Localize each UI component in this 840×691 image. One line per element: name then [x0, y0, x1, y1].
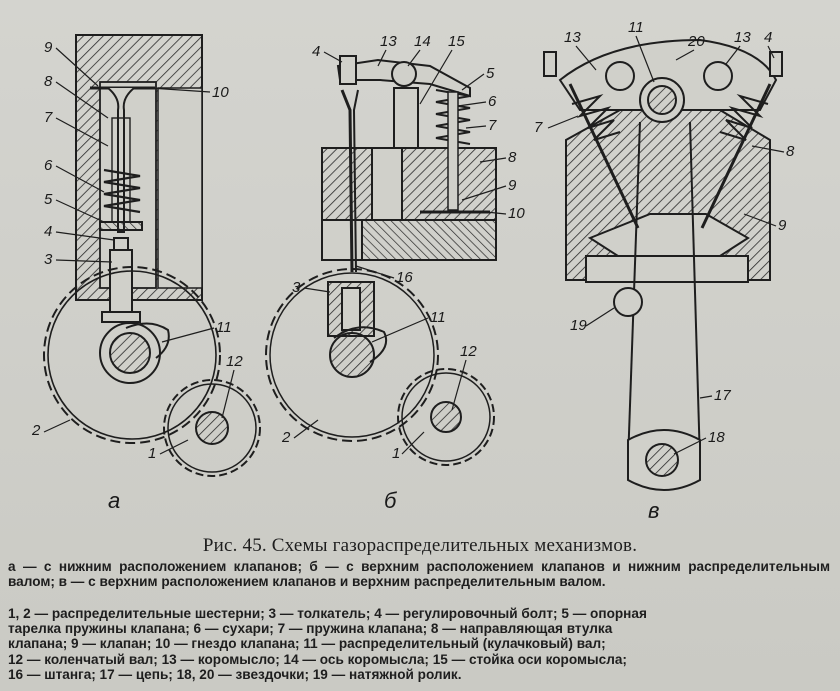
panel-label-b: б — [384, 488, 398, 513]
callout-c-9: 9 — [778, 217, 787, 234]
panel-c-drawing — [543, 38, 783, 491]
callout-c-19: 19 — [570, 317, 587, 334]
callout-c-11: 11 — [628, 19, 644, 36]
legend-line: тарелка пружины клапана; 6 — сухари; 7 —… — [8, 621, 613, 637]
figure-caption-title: Рис. 45. Схемы газораспределительных мех… — [202, 535, 638, 556]
callout-a-9: 9 — [44, 39, 53, 56]
callout-c-17: 17 — [714, 387, 731, 404]
callout-a-7: 7 — [44, 109, 53, 126]
callout-b-16: 16 — [396, 269, 413, 286]
callout-b-12: 12 — [460, 343, 477, 360]
callout-a-12: 12 — [226, 353, 243, 370]
callout-b-6: 6 — [488, 93, 497, 110]
callout-a-3: 3 — [44, 251, 53, 268]
callout-b-10: 10 — [508, 205, 525, 222]
callout-c-13-left: 13 — [564, 29, 581, 46]
legend-line: 16 — штанга; 17 — цепь; 18, 20 — звездоч… — [8, 666, 462, 682]
callout-b-9: 9 — [508, 177, 517, 194]
legend-line: 12 — коленчатый вал; 13 — коромысло; 14 … — [8, 651, 627, 667]
callout-a-1: 1 — [148, 445, 156, 462]
callout-b-8: 8 — [508, 149, 517, 166]
panel-b-drawing — [265, 55, 497, 466]
callout-a-11: 11 — [216, 319, 232, 336]
callout-b-15: 15 — [448, 33, 465, 50]
callout-c-13-right: 13 — [734, 29, 751, 46]
callout-b-14: 14 — [414, 33, 431, 50]
callout-c-4: 4 — [764, 29, 772, 46]
panel-label-c: в — [648, 498, 659, 523]
callout-a-4: 4 — [44, 223, 52, 240]
callout-a-6: 6 — [44, 157, 53, 174]
callout-b-11: 11 — [430, 309, 446, 326]
figure-caption-subtitle: а — с нижним расположением клапанов; б —… — [8, 559, 830, 589]
callout-a-2: 2 — [31, 422, 41, 439]
callout-c-20: 20 — [687, 33, 705, 50]
figure-drawing: 9 8 7 6 5 4 3 10 11 12 2 1 — [31, 19, 795, 523]
callout-c-7: 7 — [534, 119, 543, 136]
figure-legend: 1, 2 — распределительные шестерни; 3 — т… — [8, 606, 830, 682]
panel-a-drawing — [43, 34, 261, 477]
callout-b-2: 2 — [281, 429, 291, 446]
panel-label-a: а — [108, 488, 120, 513]
callout-c-8: 8 — [786, 143, 795, 160]
callout-b-3: 3 — [292, 279, 301, 296]
callout-a-8: 8 — [44, 73, 53, 90]
callout-c-18: 18 — [708, 429, 725, 446]
callout-b-7: 7 — [488, 117, 497, 134]
legend-line: 1, 2 — распределительные шестерни; 3 — т… — [8, 606, 647, 621]
callout-a-5: 5 — [44, 191, 53, 208]
callout-b-13: 13 — [380, 33, 397, 50]
legend-line: клапана; 9 — клапан; 10 — гнездо клапана… — [8, 636, 606, 652]
callout-b-4: 4 — [312, 43, 320, 60]
callout-a-10: 10 — [212, 84, 229, 101]
callout-b-1: 1 — [392, 445, 400, 462]
callout-b-5: 5 — [486, 65, 495, 82]
figure-valve-mechanisms: 9 8 7 6 5 4 3 10 11 12 2 1 — [31, 19, 795, 523]
